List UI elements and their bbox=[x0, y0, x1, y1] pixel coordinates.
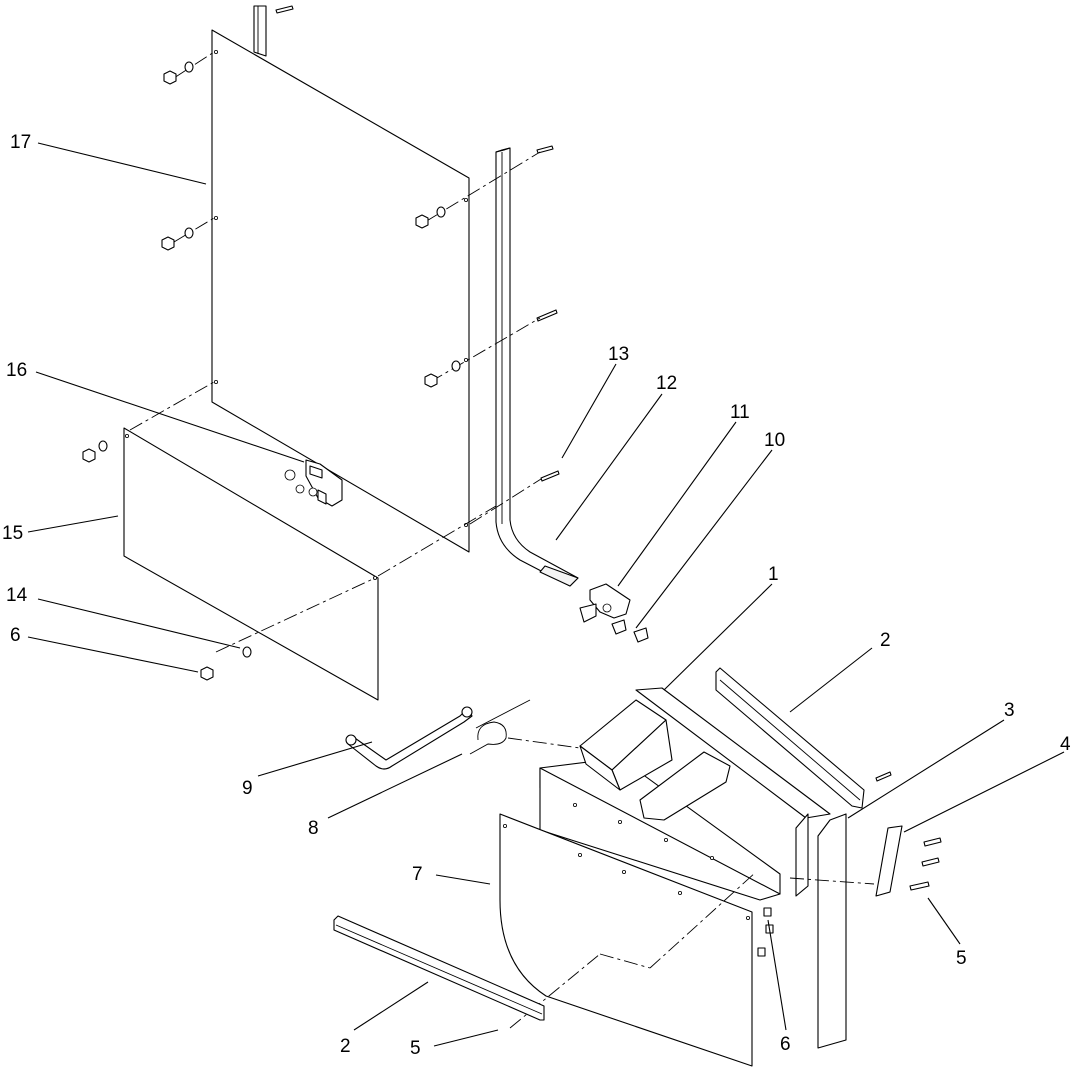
right-post-fasteners bbox=[415, 151, 542, 525]
pin-8 bbox=[469, 699, 581, 755]
leader-lines bbox=[27, 142, 1065, 1047]
right-post bbox=[495, 145, 579, 587]
callout-11: 11 bbox=[730, 402, 750, 423]
callout-3: 3 bbox=[1004, 700, 1015, 721]
upper-panel bbox=[211, 29, 470, 553]
upper-post bbox=[253, 5, 294, 57]
callout-8: 8 bbox=[308, 818, 319, 839]
callout-labels: 17 16 15 14 6 13 12 11 10 1 2 3 4 5 9 8 … bbox=[2, 132, 1071, 1059]
angle-2-lower bbox=[333, 915, 545, 1021]
lower-left-panel bbox=[82, 427, 497, 701]
callout-16: 16 bbox=[6, 360, 27, 381]
callout-13: 13 bbox=[608, 344, 629, 365]
callout-10: 10 bbox=[764, 430, 785, 451]
callout-9: 9 bbox=[242, 778, 253, 799]
latch-11 bbox=[579, 583, 649, 643]
handle-9 bbox=[345, 706, 473, 770]
panel-17-left-fasteners bbox=[129, 51, 215, 431]
gasket-4 bbox=[875, 825, 942, 897]
callout-4: 4 bbox=[1060, 734, 1071, 755]
callout-17: 17 bbox=[10, 132, 31, 153]
callout-15: 15 bbox=[2, 523, 23, 544]
callout-1: 1 bbox=[768, 564, 779, 585]
main-body bbox=[499, 687, 875, 1067]
callout-6-lower: 6 bbox=[780, 1034, 791, 1055]
angle-2-upper bbox=[715, 667, 892, 809]
bracket-16 bbox=[284, 459, 343, 507]
callout-12: 12 bbox=[656, 373, 677, 394]
callout-6-left: 6 bbox=[10, 625, 21, 646]
callout-5-right: 5 bbox=[956, 948, 967, 969]
callout-5-lower: 5 bbox=[410, 1038, 421, 1059]
callout-2-lower: 2 bbox=[340, 1036, 351, 1057]
callout-14: 14 bbox=[6, 585, 28, 606]
callout-2-upper: 2 bbox=[880, 630, 891, 651]
callout-7: 7 bbox=[412, 864, 423, 885]
